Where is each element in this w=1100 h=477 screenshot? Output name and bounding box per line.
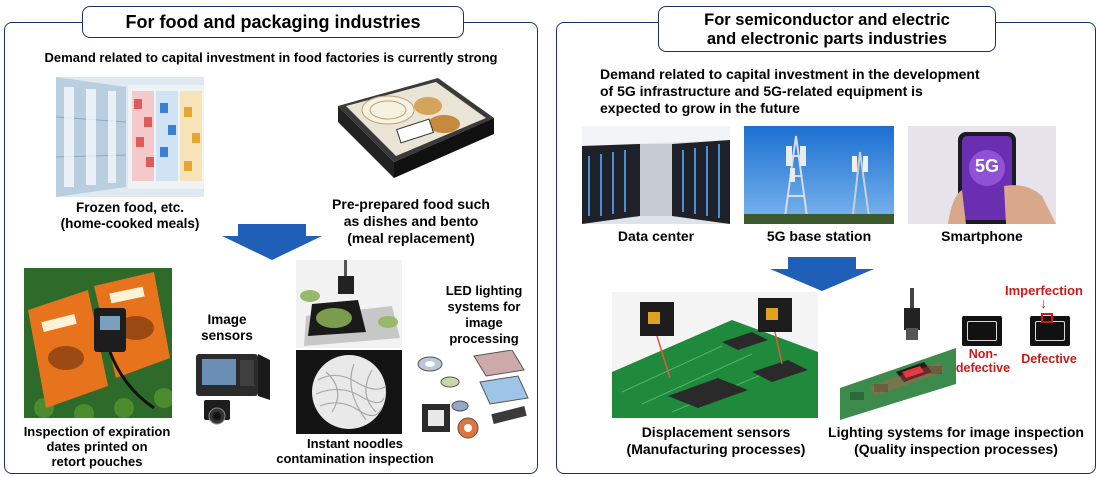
imperfection-label: Imperfection — [1004, 283, 1083, 298]
prepared-food-caption: Pre-prepared food such as dishes and ben… — [332, 196, 490, 246]
image-sensor-photo — [186, 350, 276, 430]
base-station-caption: 5G base station — [766, 228, 872, 244]
displacement-caption: Displacement sensors (Manufacturing proc… — [626, 424, 806, 457]
noodles-caption: Instant noodles contamination inspection — [276, 436, 434, 466]
defective-label: Defective — [1021, 352, 1077, 366]
retort-caption: Inspection of expiration dates printed o… — [23, 424, 171, 469]
frozen-food-caption: Frozen food, etc. (home-cooked meals) — [60, 200, 200, 231]
data-center-photo — [582, 126, 730, 224]
base-station-photo — [744, 126, 894, 224]
retort-pouch-photo — [24, 268, 172, 418]
food-subtitle: Demand related to capital investment in … — [44, 50, 498, 65]
phone-5g-text: 5G — [974, 156, 999, 176]
lighting-caption: Lighting systems for image inspection (Q… — [828, 424, 1084, 457]
down-arrow-icon — [770, 257, 874, 291]
nondefective-label: Non- defective — [955, 347, 1011, 375]
smartphone-photo: 5G — [908, 126, 1056, 224]
bento-box-photo — [318, 66, 498, 192]
displacement-sensor-photo — [612, 292, 818, 418]
down-arrow-icon — [222, 224, 322, 260]
inspection-lighting-photo — [840, 288, 956, 420]
semiconductor-subtitle: Demand related to capital investment in … — [600, 66, 980, 116]
data-center-caption: Data center — [617, 228, 695, 244]
imperfection-arrow-icon: ↓ — [1040, 295, 1047, 311]
frozen-food-photo — [56, 77, 204, 197]
food-panel-title: For food and packaging industries — [82, 6, 464, 38]
led-lighting-photo — [404, 350, 532, 446]
semiconductor-panel-title: For semiconductor and electric and elect… — [658, 6, 996, 52]
noodle-block-photo — [296, 350, 402, 434]
nondefective-chip — [962, 316, 1002, 346]
defective-chip — [1030, 313, 1070, 346]
imperfection-marker — [1041, 313, 1053, 323]
image-sensors-caption: Image sensors — [201, 312, 253, 343]
smartphone-caption: Smartphone — [941, 228, 1023, 244]
noodle-inspection-camera-photo — [296, 260, 402, 348]
led-lighting-caption: LED lighting systems for image processin… — [445, 283, 523, 346]
